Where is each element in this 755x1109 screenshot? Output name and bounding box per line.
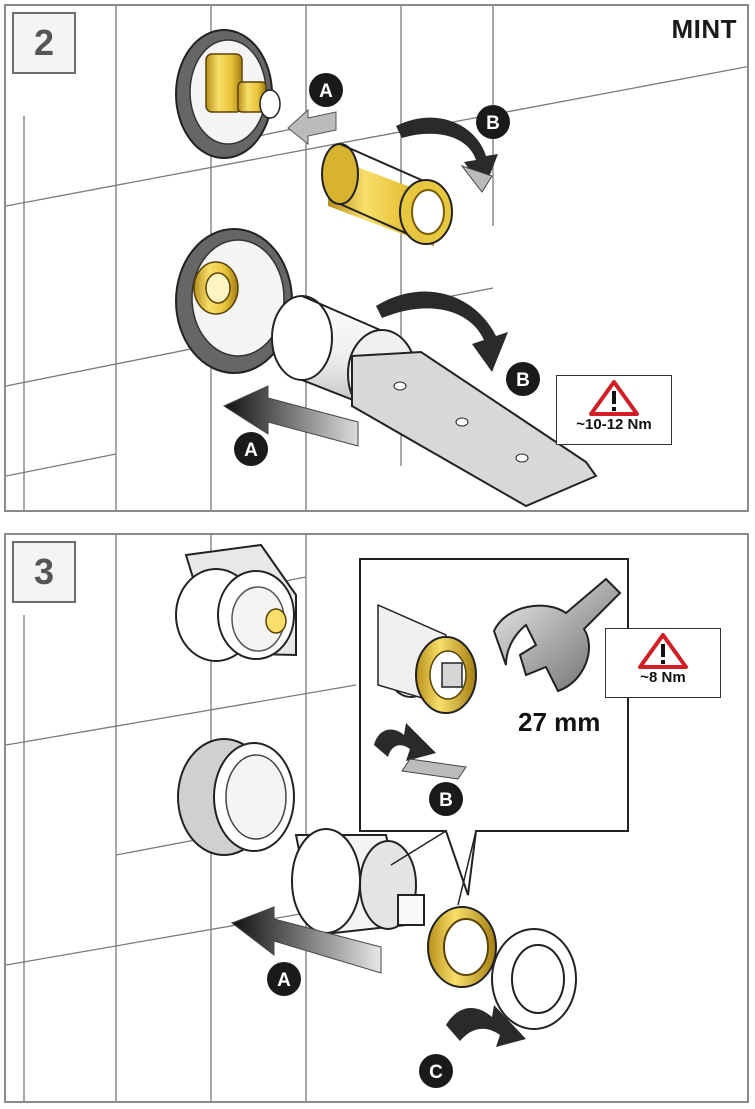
warning-icon xyxy=(589,380,639,416)
label-a-lower: A xyxy=(234,432,268,466)
brass-nut xyxy=(427,906,497,988)
wall-opening xyxy=(177,738,295,856)
svg-text:B: B xyxy=(439,790,453,811)
svg-text:B: B xyxy=(486,113,500,134)
label-b-lower: B xyxy=(506,362,540,396)
installed-sleeve-upper xyxy=(175,543,297,662)
step-2-panel: A B B A 2 MINT ~10-12 Nm xyxy=(4,4,749,512)
warning-icon xyxy=(638,633,688,669)
label-c: C xyxy=(419,1054,453,1088)
brass-sleeve xyxy=(321,143,453,246)
wrench-size-label: 27 mm xyxy=(518,707,601,737)
torque-value: ~10-12 Nm xyxy=(576,416,652,433)
svg-text:B: B xyxy=(516,370,530,391)
label-b-upper: B xyxy=(476,105,510,139)
step-3-panel: B A C 3 ~8 Nm 27 mm xyxy=(4,533,749,1103)
torque-value: ~8 Nm xyxy=(640,669,686,686)
brand-label: MINT xyxy=(671,14,737,44)
lower-wall-plate xyxy=(175,228,293,374)
step-number: 2 xyxy=(12,12,76,74)
upper-wall-plate xyxy=(175,29,281,159)
chrome-sleeve-with-key xyxy=(271,295,598,508)
detail-callout xyxy=(359,558,629,906)
cover-cap xyxy=(491,928,577,1030)
label-a: A xyxy=(267,962,301,996)
step-3-illustration: B A C xyxy=(6,535,629,1101)
step-2-illustration: A B B A xyxy=(6,6,747,510)
label-a-upper: A xyxy=(309,73,343,107)
svg-text:A: A xyxy=(319,81,333,102)
torque-warning: ~8 Nm xyxy=(605,628,721,698)
svg-text:A: A xyxy=(277,970,291,991)
step-number: 3 xyxy=(12,541,76,603)
label-b: B xyxy=(429,782,463,816)
torque-warning: ~10-12 Nm xyxy=(556,375,672,445)
svg-text:C: C xyxy=(429,1062,443,1083)
cartridge xyxy=(291,828,425,937)
svg-text:A: A xyxy=(244,440,258,461)
